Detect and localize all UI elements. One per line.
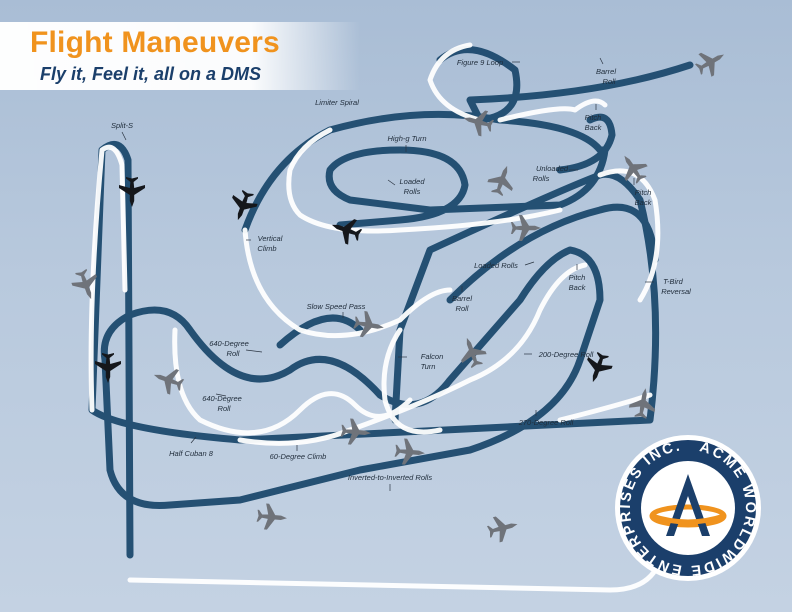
label-vertical-climb: Climb (257, 244, 276, 253)
label-pitch-back-mid: Back (569, 283, 587, 292)
leader-lines (121, 57, 654, 491)
label-loaded-rolls-mid: Loaded Rolls (474, 261, 518, 270)
label-slow-speed-pass: Slow Speed Pass (307, 302, 366, 311)
maneuver-labels: Split-S Limiter Spiral Figure 9 Loop Bar… (111, 58, 691, 482)
label-270-degree-roll: 270-Degree Roll (518, 418, 574, 427)
label-falcon-turn: Turn (421, 362, 436, 371)
label-640-degree-roll-a: 640-Degree (209, 339, 249, 348)
label-pitch-back-right: Pitch (635, 188, 652, 197)
jet-grey-icon (691, 43, 731, 81)
label-barrel-roll-mid: Roll (456, 304, 469, 313)
label-640-degree-roll-a: Roll (227, 349, 240, 358)
label-half-cuban-8: Half Cuban 8 (169, 449, 214, 458)
label-inverted-to-inverted-rolls: Inverted-to-Inverted Rolls (348, 473, 432, 482)
logo-orbit-front (651, 513, 725, 525)
label-t-bird-reversal: Reversal (661, 287, 691, 296)
label-pitch-back-top: Back (585, 123, 603, 132)
label-pitch-back-top: Pitch (585, 113, 602, 122)
label-figure-9-loop: Figure 9 Loop (457, 58, 503, 67)
label-loaded-rolls-inner: Loaded (399, 177, 425, 186)
label-60-degree-climb: 60-Degree Climb (270, 452, 327, 461)
label-falcon-turn: Falcon (421, 352, 444, 361)
label-pitch-back-right: Back (635, 198, 653, 207)
label-loaded-rolls-inner: Rolls (404, 187, 421, 196)
jet-black-icon (95, 353, 121, 383)
page-title: Flight Maneuvers (30, 26, 280, 59)
label-unloaded-rolls: Unloaded (536, 164, 569, 173)
label-split-s: Split-S (111, 121, 133, 130)
label-640-degree-roll-b: 640-Degree (202, 394, 242, 403)
label-640-degree-roll-b: Roll (218, 404, 231, 413)
label-pitch-back-mid: Pitch (569, 273, 586, 282)
jet-grey-icon (255, 502, 289, 532)
label-unloaded-rolls: Rolls (533, 174, 550, 183)
label-barrel-roll-top: Roll (603, 77, 616, 86)
page-subtitle: Fly it, Feel it, all on a DMS (40, 64, 262, 84)
flight-path-ribbons (88, 42, 694, 593)
label-vertical-climb: Vertical (258, 234, 283, 243)
label-barrel-roll-mid: Barrel (452, 294, 472, 303)
label-limiter-spiral: Limiter Spiral (315, 98, 359, 107)
jet-grey-icon (485, 511, 521, 545)
label-barrel-roll-top: Barrel (596, 67, 616, 76)
jet-black-icon (225, 187, 261, 225)
company-logo: ACME WORLDWIDE ENTERPRISES INC. (615, 435, 761, 581)
label-200-degree-roll: 200-Degree Roll (538, 350, 594, 359)
label-high-g-turn: High-g Turn (387, 134, 426, 143)
label-t-bird-reversal: T-Bird (663, 277, 684, 286)
title-banner (0, 22, 360, 90)
jet-grey-icon (484, 161, 520, 199)
